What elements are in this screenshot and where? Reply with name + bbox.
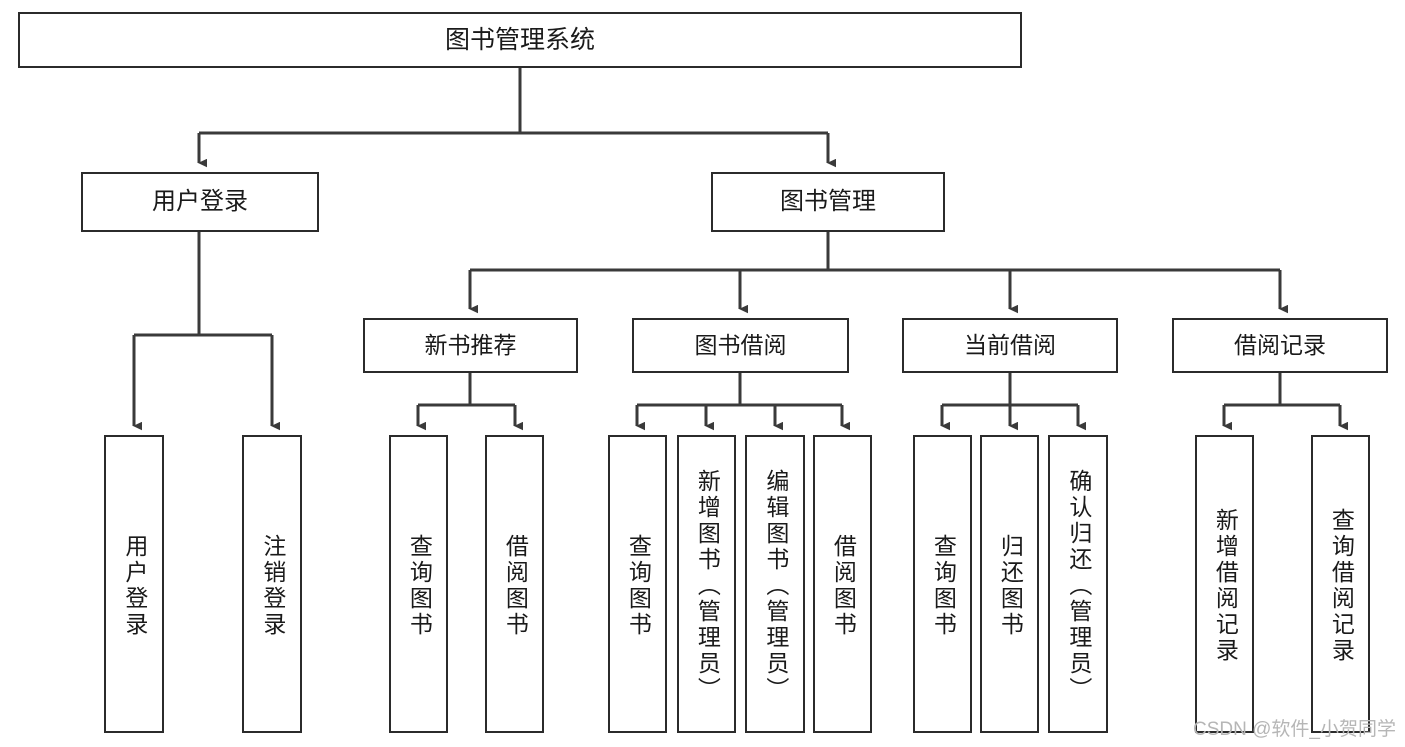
node-user-login[interactable]: 用户登录 bbox=[81, 172, 319, 232]
leaf-label-borrow-borrow-book: 借阅图书 bbox=[830, 534, 857, 638]
node-new-book-recommend[interactable]: 新书推荐 bbox=[363, 318, 578, 373]
leaf-label-record-add: 新增借阅记录 bbox=[1212, 508, 1239, 664]
leaf-new-book-query[interactable]: 查询图书 bbox=[389, 435, 448, 733]
leaf-label-user-login-login: 用户登录 bbox=[121, 534, 148, 638]
node-book-management[interactable]: 图书管理 bbox=[711, 172, 945, 232]
leaf-current-query-book[interactable]: 查询图书 bbox=[913, 435, 972, 733]
leaf-borrow-add-book[interactable]: 新增图书（管理员） bbox=[677, 435, 736, 733]
leaf-borrow-edit-book[interactable]: 编辑图书（管理员） bbox=[745, 435, 805, 733]
leaf-user-login-login[interactable]: 用户登录 bbox=[104, 435, 164, 733]
leaf-borrow-query-book[interactable]: 查询图书 bbox=[608, 435, 667, 733]
leaf-user-login-logout[interactable]: 注销登录 bbox=[242, 435, 302, 733]
leaf-borrow-borrow-book[interactable]: 借阅图书 bbox=[813, 435, 872, 733]
node-root-system[interactable]: 图书管理系统 bbox=[18, 12, 1022, 68]
leaf-label-borrow-edit-book: 编辑图书（管理员） bbox=[762, 469, 789, 703]
leaf-current-return-book[interactable]: 归还图书 bbox=[980, 435, 1039, 733]
leaf-label-new-book-borrow: 借阅图书 bbox=[502, 534, 529, 638]
leaf-new-book-borrow[interactable]: 借阅图书 bbox=[485, 435, 544, 733]
node-label-book-management: 图书管理 bbox=[780, 187, 876, 215]
node-label-book-borrow: 图书借阅 bbox=[694, 331, 787, 358]
node-label-user-login: 用户登录 bbox=[152, 187, 248, 215]
leaf-label-user-login-logout: 注销登录 bbox=[259, 534, 286, 638]
leaf-record-query[interactable]: 查询借阅记录 bbox=[1311, 435, 1370, 733]
node-label-new-book-recommend: 新书推荐 bbox=[424, 331, 517, 358]
node-borrow-record[interactable]: 借阅记录 bbox=[1172, 318, 1388, 373]
leaf-label-borrow-query-book: 查询图书 bbox=[625, 534, 652, 638]
node-current-borrow[interactable]: 当前借阅 bbox=[902, 318, 1118, 373]
leaf-current-confirm-return[interactable]: 确认归还（管理员） bbox=[1048, 435, 1108, 733]
node-label-borrow-record: 借阅记录 bbox=[1234, 331, 1326, 358]
leaf-record-add[interactable]: 新增借阅记录 bbox=[1195, 435, 1254, 733]
leaf-label-current-confirm-return: 确认归还（管理员） bbox=[1065, 469, 1092, 703]
leaf-label-current-query-book: 查询图书 bbox=[930, 534, 957, 638]
leaf-label-current-return-book: 归还图书 bbox=[997, 534, 1024, 638]
leaf-label-borrow-add-book: 新增图书（管理员） bbox=[694, 469, 721, 703]
node-book-borrow[interactable]: 图书借阅 bbox=[632, 318, 849, 373]
node-label-root: 图书管理系统 bbox=[444, 26, 595, 54]
connector-lines bbox=[132, 68, 1348, 431]
leaf-label-new-book-query: 查询图书 bbox=[406, 534, 433, 638]
leaf-label-record-query: 查询借阅记录 bbox=[1328, 508, 1355, 664]
node-label-current-borrow: 当前借阅 bbox=[964, 331, 1056, 358]
